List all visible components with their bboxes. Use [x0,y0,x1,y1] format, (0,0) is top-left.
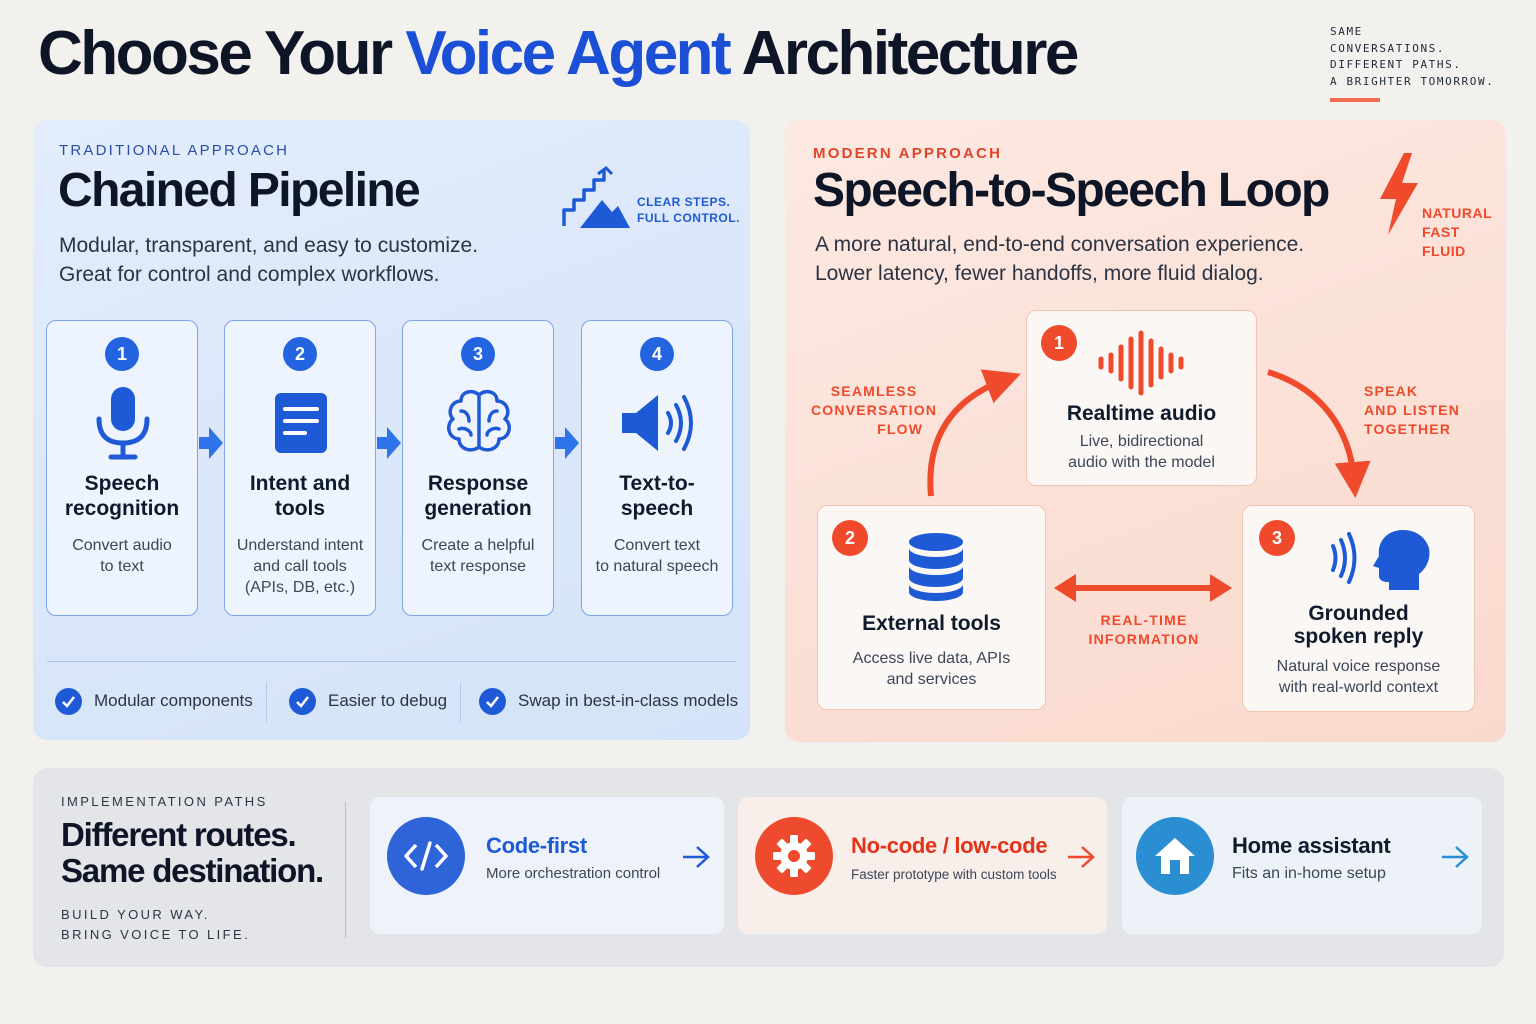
flow-arrow-icon [377,427,401,459]
gear-icon [755,817,833,895]
implementation-tagline: BUILD YOUR WAY. BRING VOICE TO LIFE. [61,907,251,942]
arrow-right-icon [1442,846,1469,868]
tagline-line: A BRIGHTER TOMORROW. [1330,74,1495,88]
node-title: Realtime audio [1066,402,1217,425]
benefit-separator [460,682,461,722]
panel-divider [47,661,736,662]
benefit-label: Modular components [94,691,253,710]
checkmark-icon [289,687,316,715]
node-number-badge: 3 [1259,520,1295,556]
benefit-label: Swap in best-in-class models [518,691,739,710]
path-card-home-assistant[interactable]: Home assistant Fits an in-home setup [1122,797,1482,934]
benefit-separator [266,682,267,722]
implementation-separator [345,802,346,938]
path-title: Code-first [486,833,587,858]
step-number-badge: 2 [283,337,317,371]
implementation-title: Different routes. Same destination. [61,816,324,889]
tagline-line: DIFFERENT PATHS. [1330,58,1462,71]
database-icon [909,533,963,601]
flow-arrow-icon [199,427,223,459]
step-number-badge: 4 [640,337,674,371]
traditional-side-note: CLEAR STEPS. FULL CONTROL. [637,195,740,225]
path-title: Home assistant [1232,833,1391,858]
path-description: More orchestration control [486,865,661,882]
node-number-badge: 2 [832,520,868,556]
modern-eyebrow: MODERN APPROACH [813,145,1003,162]
tagline-line: CONVERSATIONS. [1330,41,1446,55]
lightning-icon [1380,153,1418,235]
benefit-item: Swap in best-in-class models [479,687,738,715]
traditional-subtitle: Modular, transparent, and easy to custom… [59,234,479,286]
benefit-label: Easier to debug [328,691,448,710]
page-title-accent: Voice Agent [405,19,731,88]
path-card-code-first[interactable]: Code-first More orchestration control [370,797,724,934]
flow-arrow-icon [555,427,579,459]
code-icon [387,817,465,895]
implementation-eyebrow: IMPLEMENTATION PATHS [61,794,268,809]
modern-title: Speech-to-Speech Loop [813,164,1330,217]
speaker-icon [622,395,693,451]
microphone-icon [96,387,150,460]
path-card-no-code[interactable]: No-code / low-code Faster prototype with… [738,797,1107,934]
tagline-line: SAME [1330,25,1363,38]
node-number-badge: 1 [1041,325,1077,361]
step-number-badge: 1 [105,337,139,371]
step-title: Text-to-speech [619,472,695,520]
speaking-head-icon [1331,530,1430,590]
arrow-right-icon [683,846,710,868]
benefit-item: Easier to debug [289,687,447,715]
step-number-badge: 3 [461,337,495,371]
checkmark-icon [55,687,82,715]
modern-subtitle: A more natural, end-to-end conversation … [815,233,1305,285]
path-description: Fits an in-home setup [1232,865,1386,882]
document-icon [275,393,327,453]
checkmark-icon [479,687,506,715]
page-title: Choose Your Voice Agent Architecture [38,19,1079,88]
path-title: No-code / low-code [851,833,1048,858]
path-description: Faster prototype with custom tools [851,867,1057,882]
benefit-item: Modular components [55,687,253,715]
arrow-right-icon [1068,846,1095,868]
home-icon [1136,817,1214,895]
traditional-eyebrow: TRADITIONAL APPROACH [59,142,290,159]
tagline-accent-bar [1330,98,1380,102]
stairs-mountain-icon [562,166,630,228]
node-title: External tools [862,612,1001,635]
brain-icon [447,389,511,452]
modern-side-note: NATURAL FAST FLUID [1422,205,1493,259]
traditional-title: Chained Pipeline [58,164,421,217]
header-tagline: SAME CONVERSATIONS. DIFFERENT PATHS. A B… [1330,24,1494,90]
waveform-icon [1098,330,1184,396]
